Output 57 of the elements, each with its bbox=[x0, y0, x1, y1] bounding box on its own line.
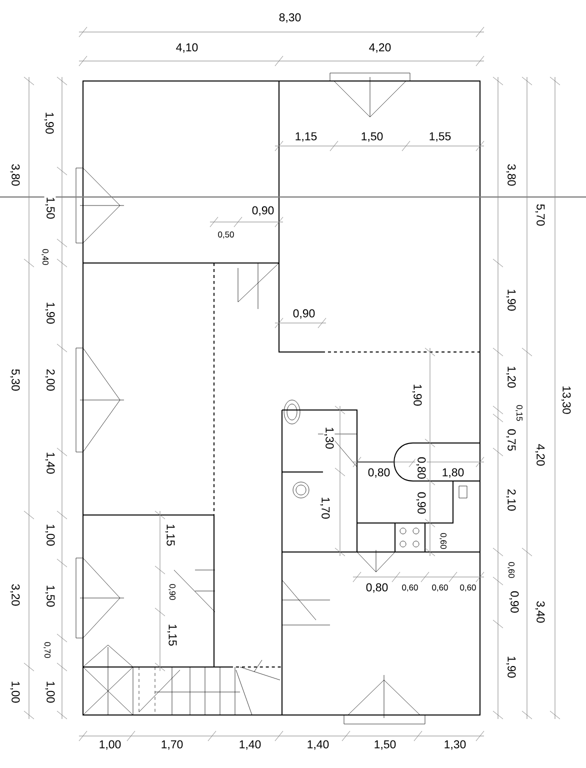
dimension-label: 1,90 bbox=[505, 288, 517, 312]
dimension-label: 5,70 bbox=[534, 202, 546, 228]
dimension-label: 3,80 bbox=[9, 162, 21, 188]
dimension-label: 0,60 bbox=[506, 560, 516, 580]
dimension-label: 1,15 bbox=[166, 622, 178, 648]
dimension-label: 13,30 bbox=[560, 384, 572, 416]
dimension-label: 0,50 bbox=[216, 230, 236, 240]
dimension-label: 0,15 bbox=[514, 404, 524, 422]
dimension-label: 1,30 bbox=[442, 739, 468, 751]
dimension-label: 0,60 bbox=[400, 584, 420, 592]
dimension-label: 0,80 bbox=[415, 456, 427, 480]
dimension-label: 0,90 bbox=[292, 308, 316, 320]
dimension-label: 1,00 bbox=[98, 739, 122, 751]
dimension-label: 1,15 bbox=[294, 131, 318, 143]
dimension-label: 3,40 bbox=[534, 600, 546, 624]
dimension-label: 1,00 bbox=[44, 680, 56, 704]
dimension-label: 0,80 bbox=[364, 582, 390, 594]
dimension-label: 1,30 bbox=[323, 426, 335, 450]
dimension-label: 0,70 bbox=[42, 640, 52, 660]
dimension-label: 1,50 bbox=[44, 196, 56, 220]
dimension-label: 1,50 bbox=[44, 584, 56, 608]
dimension-label: 5,30 bbox=[9, 368, 21, 392]
dimension-label: 0,90 bbox=[250, 205, 276, 217]
dimension-label: 1,40 bbox=[44, 450, 56, 476]
dimension-label: 1,90 bbox=[44, 300, 56, 326]
dimension-label: 1,15 bbox=[164, 522, 176, 548]
dimension-label: 2,10 bbox=[505, 488, 517, 512]
dimension-label: 1,90 bbox=[505, 654, 517, 680]
dimension-label: 0,60 bbox=[458, 584, 478, 592]
dimension-label: 1,90 bbox=[43, 110, 55, 136]
dimension-label: 2,00 bbox=[44, 368, 56, 392]
dimension-label: 1,55 bbox=[428, 131, 452, 143]
dimension-label: 1,20 bbox=[505, 364, 517, 390]
dimension-label: 1,40 bbox=[306, 739, 330, 751]
dimension-label: 1,40 bbox=[238, 739, 262, 751]
dimension-label: 0,60 bbox=[438, 532, 448, 550]
dimension-label: 0,80 bbox=[366, 467, 392, 479]
dimension-label: 3,20 bbox=[9, 582, 21, 608]
dimension-label: 1,50 bbox=[360, 131, 384, 143]
dimension-label: 4,10 bbox=[174, 42, 200, 54]
dimension-label: 4,20 bbox=[534, 442, 546, 468]
dimension-label: 4,20 bbox=[368, 42, 392, 54]
dimension-label: 0,90 bbox=[415, 490, 427, 516]
dimension-label: 0,75 bbox=[505, 428, 517, 452]
dimension-label: 1,90 bbox=[411, 382, 423, 408]
dimension-label: 1,00 bbox=[44, 522, 56, 548]
dimension-label: 1,50 bbox=[372, 739, 398, 751]
dimension-label: 0,60 bbox=[430, 584, 450, 592]
dimension-label: 0,90 bbox=[508, 590, 520, 614]
dimension-label: 8,30 bbox=[278, 12, 302, 24]
dimension-label: 1,70 bbox=[319, 496, 331, 520]
dimension-label: 3,80 bbox=[505, 162, 517, 188]
dimension-label: 0,40 bbox=[40, 248, 50, 266]
dimension-label: 0,90 bbox=[168, 582, 176, 602]
dimension-label: 1,70 bbox=[160, 739, 184, 751]
dimension-label: 1,80 bbox=[440, 467, 466, 479]
dimension-label: 1,00 bbox=[9, 680, 21, 704]
